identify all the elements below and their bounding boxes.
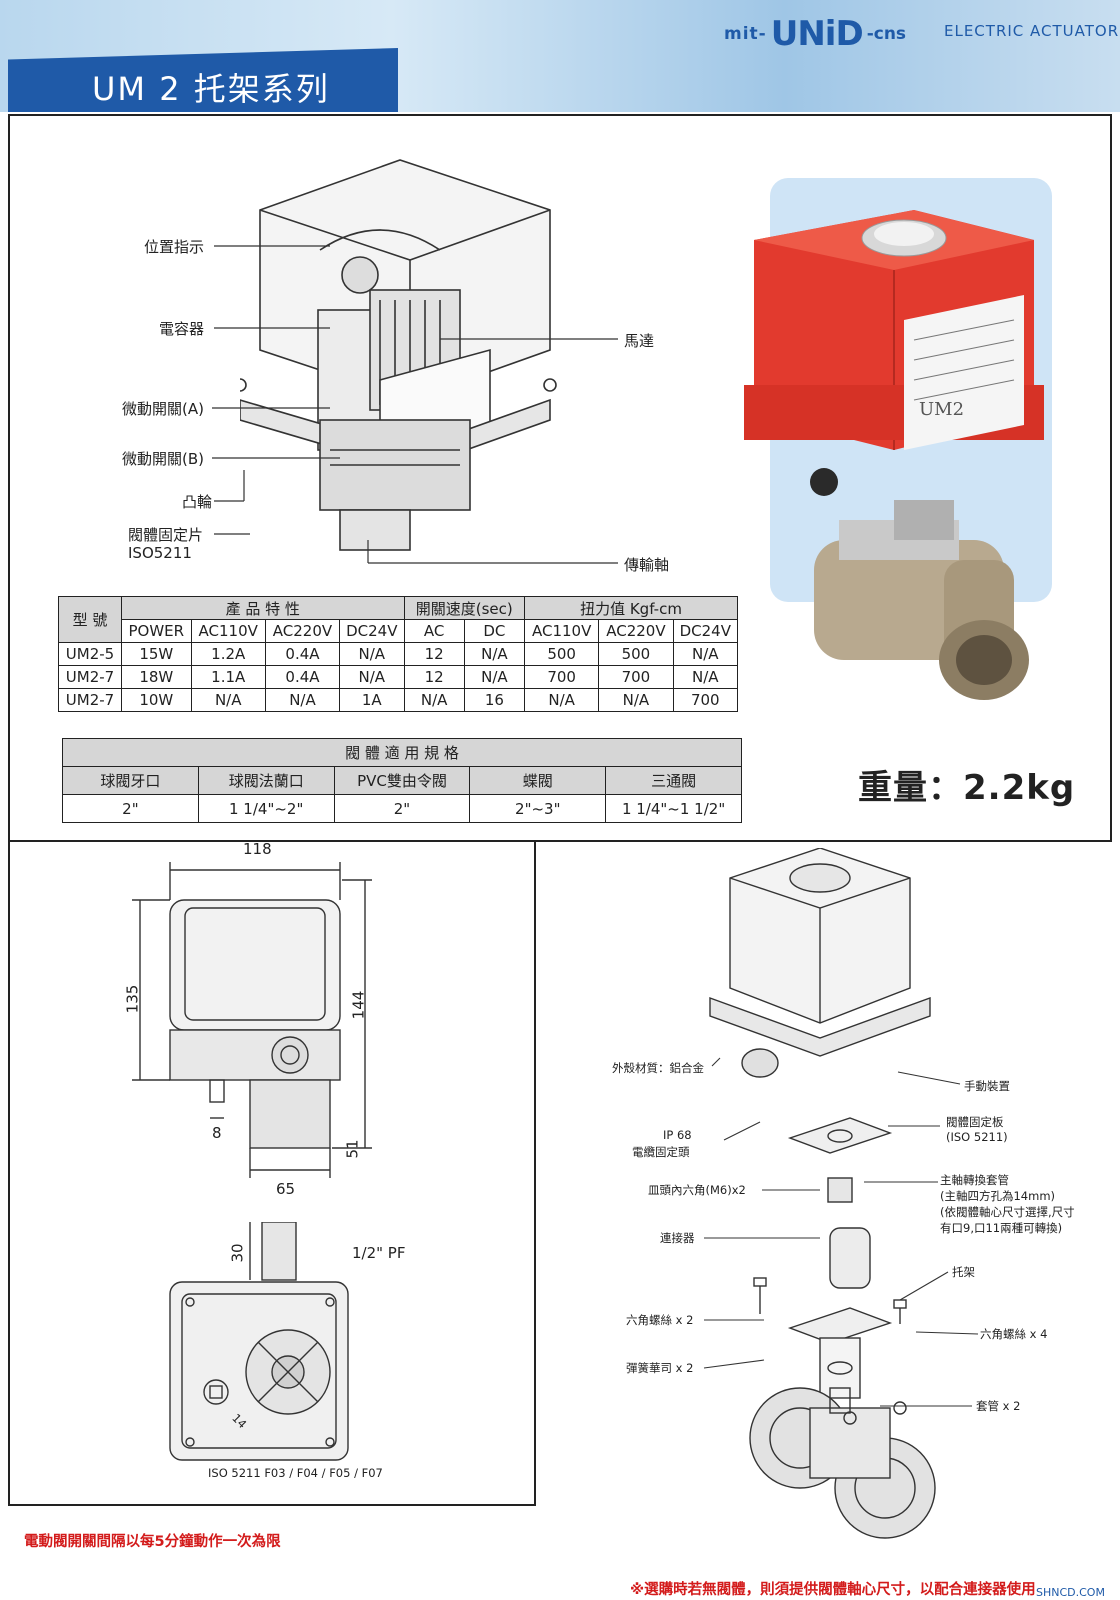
svg-text:UM2: UM2: [919, 399, 964, 420]
spec-cell: N/A: [403, 688, 465, 712]
valve-header: 蝶閥: [469, 766, 607, 795]
spec-cell: UM2-7: [58, 688, 122, 712]
spec-header-model: 型 號: [58, 596, 122, 643]
footnote-interval: 電動閥開關間隔以每5分鐘動作一次為限: [24, 1534, 281, 1550]
spec-cell: N/A: [672, 642, 739, 666]
title-tab: [8, 48, 398, 112]
spec-cell: N/A: [190, 688, 266, 712]
brand-tagline: ELECTRIC ACTUATOR: [944, 22, 1120, 40]
spec-header-product: 產 品 特 性: [121, 596, 405, 620]
brand-cns: -cns: [866, 24, 907, 44]
bottom-view-drawing: [169, 1222, 349, 1461]
spec-cell: 1A: [339, 688, 405, 712]
spec-subheader: POWER: [121, 619, 192, 643]
spec-header-torque: 扭力值 Kgf-cm: [524, 596, 738, 620]
label-drive-shaft: 傳輸軸: [624, 556, 670, 574]
spec-cell: N/A: [463, 665, 526, 689]
spec-cell: N/A: [524, 688, 600, 712]
spec-cell: 700: [672, 688, 739, 712]
valve-cell: 1 1/4"~2": [197, 794, 335, 823]
front-dimension-drawing: [132, 862, 372, 1178]
label-ip68: IP 68: [663, 1128, 692, 1142]
dim-gland-thread: 1/2" PF: [352, 1244, 406, 1262]
footnote-purchase: ※選購時若無閥體，則須提供閥體軸心尺寸，以配合連接器使用: [630, 1582, 1036, 1598]
spec-cell: N/A: [672, 665, 739, 689]
spec-table: 型 號 產 品 特 性 開關速度(sec) 扭力值 Kgf-cm POWER A…: [58, 596, 739, 712]
label-iso5211: ISO5211: [128, 544, 192, 562]
label-cam: 凸輪: [182, 493, 213, 511]
brand-mit: mit-: [724, 24, 767, 44]
weight-label: 重量：2.2kg: [858, 768, 1076, 808]
table-row: 2" 1 1/4"~2" 2" 2"~3" 1 1/4"~1 1/2": [62, 794, 742, 823]
dim-shaft-offset: 8: [212, 1124, 222, 1142]
dimension-section-frame: [8, 840, 536, 1506]
label-adapter-note2: (依閥體軸心尺寸選擇,尺寸: [940, 1205, 1075, 1219]
spec-cell: 12: [403, 665, 465, 689]
label-manual: 手動裝置: [964, 1079, 1010, 1093]
label-micro-switch-a: 微動開關(A): [122, 400, 204, 418]
spec-cell: 1.1A: [190, 665, 266, 689]
table-row: UM2-7 10W N/A N/A 1A N/A 16 N/A N/A 700: [58, 688, 739, 712]
valve-table-title: 閥 體 適 用 規 格: [62, 738, 742, 767]
dim-width-top: 118: [243, 840, 272, 858]
label-cable-gland: 電纜固定頭: [632, 1145, 690, 1159]
label-hex-bolt-2: 六角螺絲 x 2: [626, 1313, 694, 1327]
spec-cell: 18W: [121, 665, 192, 689]
label-housing: 外殼材質：鋁合金: [612, 1061, 704, 1075]
valve-header: PVC雙由令閥: [333, 766, 471, 795]
label-adapter-note3: 有口9,口11兩種可轉換): [940, 1221, 1063, 1235]
valve-cell: 2"~3": [469, 794, 607, 823]
brand-logo: mit- UNiD -cns: [724, 14, 906, 54]
spec-cell: UM2-5: [58, 642, 122, 666]
label-mount-plate-iso: (ISO 5211): [946, 1130, 1008, 1144]
iso-flange-label: ISO 5211 F03 / F04 / F05 / F07: [208, 1466, 383, 1480]
product-photo: UM2: [744, 210, 1044, 700]
spec-cell: UM2-7: [58, 665, 122, 689]
label-spring-washer: 彈簧華司 x 2: [626, 1361, 694, 1375]
cutaway-drawing: [240, 159, 557, 551]
valve-header: 球閥牙口: [62, 766, 199, 795]
label-connector: 連接器: [660, 1231, 695, 1245]
spec-cell: 12: [403, 642, 465, 666]
brand-unid: UNiD: [770, 14, 864, 54]
label-sleeve: 套管 x 2: [976, 1399, 1021, 1413]
page-title: UM 2 托架系列: [92, 70, 330, 108]
label-screw-m6: 皿頭內六角(M6)x2: [648, 1183, 746, 1197]
top-section-frame: [8, 114, 1112, 842]
cutaway-leader-lines: [212, 245, 618, 564]
spec-subheader: DC24V: [672, 619, 739, 643]
label-adapter-note1: (主軸四方孔為14mm): [940, 1189, 1056, 1203]
label-adapter-sleeve: 主軸轉換套管: [940, 1173, 1009, 1187]
spec-cell: 0.4A: [264, 665, 341, 689]
spec-cell: 500: [598, 642, 674, 666]
valve-spec-table: 閥 體 適 用 規 格 球閥牙口 球閥法蘭口 PVC雙由令閥 蝶閥 三通閥 2"…: [62, 738, 742, 823]
label-position-indicator: 位置指示: [144, 238, 205, 256]
spec-cell: 16: [463, 688, 526, 712]
spec-cell: N/A: [339, 665, 405, 689]
dim-bracket-width: 65: [276, 1180, 296, 1198]
label-capacitor: 電容器: [159, 320, 205, 338]
label-hex-bolt-4: 六角螺絲 x 4: [980, 1327, 1048, 1341]
table-row: UM2-5 15W 1.2A 0.4A N/A 12 N/A 500 500 N…: [58, 642, 739, 666]
watermark: SHNCD.COM: [1036, 1586, 1105, 1599]
label-bracket: 托架: [952, 1265, 975, 1279]
label-valve-mount-plate: 閥體固定片: [128, 526, 204, 544]
spec-cell: N/A: [264, 688, 341, 712]
label-micro-switch-b: 微動開關(B): [122, 450, 204, 468]
valve-cell: 1 1/4"~1 1/2": [605, 794, 742, 823]
label-motor: 馬達: [624, 332, 655, 350]
spec-cell: N/A: [598, 688, 674, 712]
label-mount-plate: 閥體固定板: [946, 1115, 1004, 1129]
valve-cell: 2": [62, 794, 199, 823]
valve-header: 三通閥: [605, 766, 742, 795]
exploded-view-drawing: [709, 848, 936, 1539]
spec-cell: 15W: [121, 642, 192, 666]
valve-header: 球閥法蘭口: [197, 766, 335, 795]
spec-subheader: AC110V: [190, 619, 266, 643]
table-row: UM2-7 18W 1.1A 0.4A N/A 12 N/A 700 700 N…: [58, 665, 739, 689]
